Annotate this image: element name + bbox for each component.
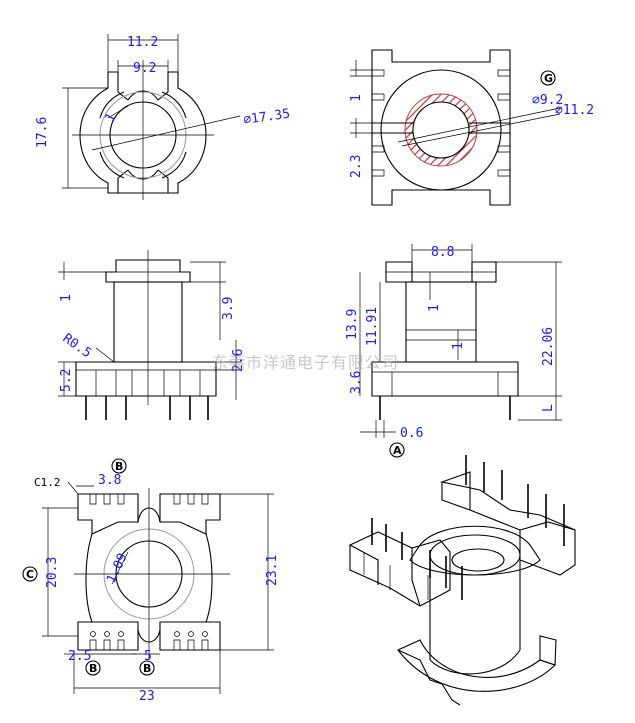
dim-2-6: 2.6: [231, 349, 246, 372]
dim-0-6: 0.6: [400, 426, 423, 441]
dim-23: 23: [139, 689, 155, 704]
dim-8-8: 8.8: [431, 245, 454, 260]
dim-1-right: 1: [349, 94, 364, 102]
isometric-view: [349, 455, 576, 706]
dim-r0-5: R0.5: [60, 331, 94, 361]
dim-11-91: 11.91: [365, 307, 380, 346]
marker-b-top: B: [115, 460, 123, 473]
dim-11-2: 11.2: [127, 35, 158, 50]
bottom-view-left: C1.2 3.8 20.3 1.09 23.1 2.5 5 23 B C B B: [22, 458, 280, 704]
dim-dia-17-35: ⌀17.35: [242, 107, 291, 128]
dim-23-1: 23.1: [265, 555, 280, 586]
front-view-left: 1 3.9 R0.5 5.2 2.6: [58, 250, 246, 420]
marker-b-bottom-center: B: [143, 662, 151, 675]
front-view-right: 8.8 1 13.9 11.91 1 22.06 3.6 0.6 L A: [345, 244, 562, 458]
dim-1-side-top: 1: [427, 304, 442, 312]
top-view-right: 1 2.3 ⌀9.2 ⌀11.2 G: [349, 49, 594, 206]
dim-22-06: 22.06: [541, 327, 556, 366]
dim-2-5: 2.5: [68, 649, 91, 664]
dim-9-2: 9.2: [133, 61, 156, 76]
dim-3-9: 3.9: [221, 297, 236, 320]
top-view-left: 11.2 9.2 1 17.6 ⌀17.35: [35, 34, 291, 200]
dim-5: 5: [144, 649, 152, 664]
dim-dia-11-2: ⌀11.2: [555, 103, 594, 118]
dim-l: L: [541, 404, 556, 412]
dim-1-front: 1: [59, 294, 74, 302]
dim-13-9: 13.9: [345, 309, 360, 340]
dim-dia-9-2: ⌀9.2: [532, 93, 563, 108]
dim-5-2: 5.2: [59, 369, 74, 392]
dim-3-6: 3.6: [349, 371, 364, 394]
company-watermark: 东莞市洋通电子有限公司: [212, 353, 399, 372]
marker-b-bottom-left: B: [89, 662, 97, 675]
dim-17-6: 17.6: [35, 117, 50, 148]
marker-g: G: [544, 72, 553, 85]
marker-a: A: [393, 444, 402, 457]
dim-1-side-mid: 1: [451, 342, 466, 350]
dim-3-8: 3.8: [98, 473, 121, 488]
dim-2-3: 2.3: [349, 155, 364, 178]
dim-20-3: 20.3: [45, 557, 60, 588]
dim-c1-2: C1.2: [34, 476, 61, 489]
marker-c: C: [26, 568, 34, 581]
